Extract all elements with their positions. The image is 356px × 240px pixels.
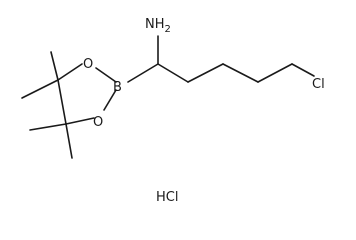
atom-boron: B (113, 80, 122, 95)
bond-c5-cl (291, 63, 315, 77)
atom-amine-nitrogen: NH2 (145, 17, 171, 35)
bond-c4-c5 (257, 63, 293, 83)
bond-o-upper-c (57, 63, 83, 81)
bond-ring-cc (57, 79, 67, 125)
bond-b-o-lower (103, 89, 117, 111)
structure-canvas: NH2 Cl B O O HCl (21, 17, 325, 205)
bond-methyl-1 (50, 51, 59, 81)
bond-c1-b (127, 63, 159, 83)
bonds (21, 35, 315, 159)
salt-label: HCl (156, 190, 178, 205)
atom-oxygen-lower: O (93, 115, 103, 130)
bond-b-o-upper (95, 67, 117, 83)
bond-c2-c3 (187, 63, 224, 83)
bond-methyl-2 (21, 79, 59, 99)
amine-subscript: 2 (165, 24, 171, 35)
bond-methyl-4 (65, 123, 73, 159)
amine-label: NH (145, 17, 165, 32)
atom-labels: NH2 Cl B O O HCl (83, 17, 325, 205)
atom-oxygen-upper: O (83, 57, 93, 72)
bond-c3-c4 (222, 63, 259, 83)
molecule-drawing: NH2 Cl B O O HCl (21, 17, 325, 205)
atom-chlorine: Cl (312, 77, 325, 92)
bond-o-lower-c (65, 117, 95, 125)
bond-methyl-3 (29, 123, 67, 131)
bond-c1-c2 (157, 63, 189, 83)
